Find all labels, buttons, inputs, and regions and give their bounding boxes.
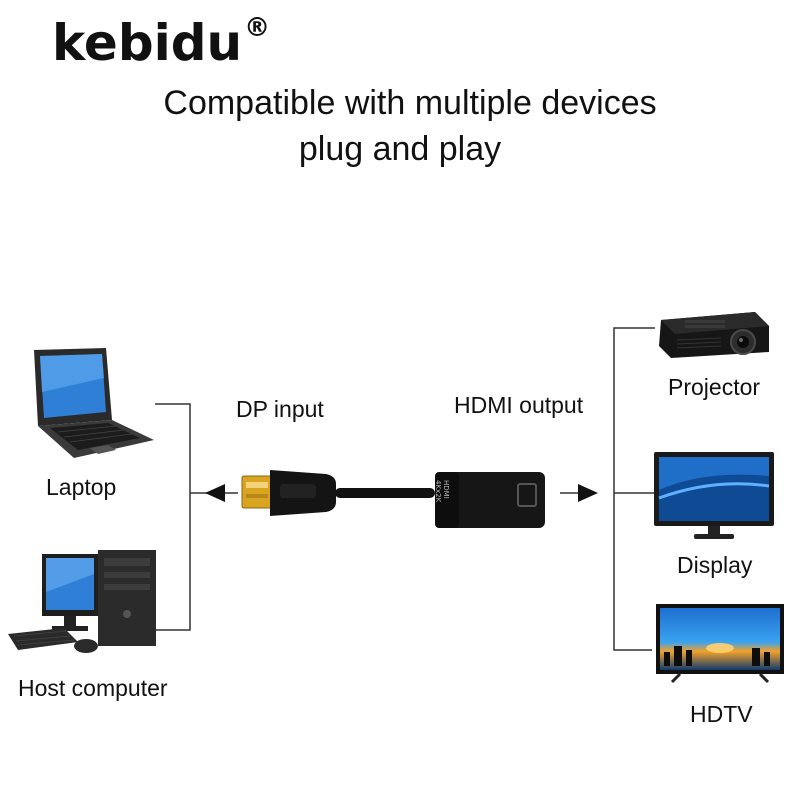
arrow-right-icon xyxy=(578,484,598,502)
arrow-left-icon xyxy=(205,484,225,502)
hdmi-output-label: HDMI output xyxy=(454,392,584,418)
hdtv-label: HDTV xyxy=(690,701,753,727)
tv-icon xyxy=(656,604,784,684)
monitor-icon xyxy=(654,452,774,539)
laptop-label: Laptop xyxy=(46,474,117,500)
hdmi-housing-text-line-2: 4Kx2K xyxy=(434,480,442,503)
host-computer-label: Host computer xyxy=(18,675,168,701)
hdmi-housing-text-line-1: HDMI xyxy=(442,480,450,499)
headline-line-2: plug and play xyxy=(298,130,502,168)
projector-icon xyxy=(659,312,769,358)
hdmi-port-icon xyxy=(517,483,537,507)
dp-to-hdmi-adapter xyxy=(241,470,545,528)
brand-name: kebidu xyxy=(52,14,243,72)
projector-label: Projector xyxy=(668,374,761,400)
display-label: Display xyxy=(677,552,753,578)
headline-line-1: Compatible with multiple devices xyxy=(163,84,657,122)
registered-mark: ® xyxy=(244,13,271,44)
laptop-icon xyxy=(34,348,154,458)
dp-input-label: DP input xyxy=(236,396,324,422)
adapter-cable xyxy=(335,488,435,498)
desktop-computer-icon xyxy=(8,550,156,653)
brand-logo: kebidu® xyxy=(52,15,270,68)
dp-plug-connector xyxy=(241,475,273,509)
hdmi-housing-text: HDMI 4Kx2K xyxy=(434,480,450,520)
